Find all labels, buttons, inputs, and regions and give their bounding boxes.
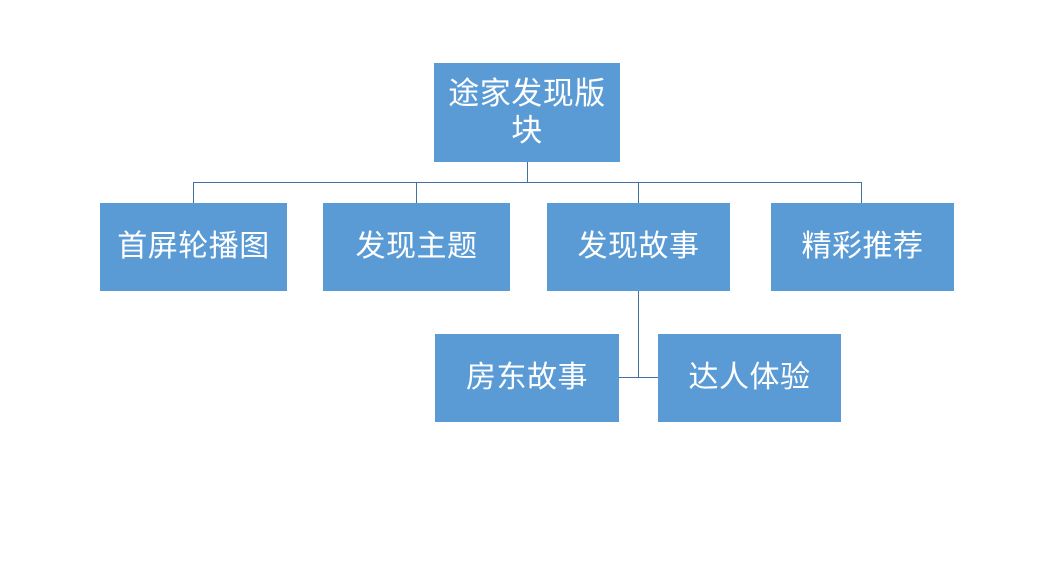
node-discovery-story[interactable]: 发现故事 (547, 203, 730, 291)
connector-story-stem (638, 291, 639, 378)
node-expert-experience[interactable]: 达人体验 (658, 334, 841, 422)
node-homepage-carousel-label: 首屏轮播图 (117, 230, 270, 264)
node-landlord-story-label: 房东故事 (466, 361, 588, 395)
connector-drop-recommend (861, 182, 862, 204)
connector-drop-story (638, 182, 639, 204)
connector-drop-theme (416, 182, 417, 204)
node-discovery-theme[interactable]: 发现主题 (323, 203, 510, 291)
node-homepage-carousel[interactable]: 首屏轮播图 (100, 203, 287, 291)
node-landlord-story[interactable]: 房东故事 (435, 334, 619, 422)
node-expert-experience-label: 达人体验 (688, 361, 811, 395)
node-root-label: 途家发现版块 (448, 75, 606, 148)
node-wonderful-recommendation[interactable]: 精彩推荐 (771, 203, 954, 291)
connector-root-stem (527, 162, 528, 183)
connector-drop-carousel (193, 182, 194, 204)
node-discovery-story-label: 发现故事 (577, 230, 700, 264)
node-discovery-theme-label: 发现主题 (355, 230, 478, 264)
connector-level2-bus (193, 182, 862, 183)
connector-level3-bus (619, 377, 659, 378)
node-root[interactable]: 途家发现版块 (434, 63, 620, 162)
node-wonderful-recommendation-label: 精彩推荐 (801, 230, 924, 264)
